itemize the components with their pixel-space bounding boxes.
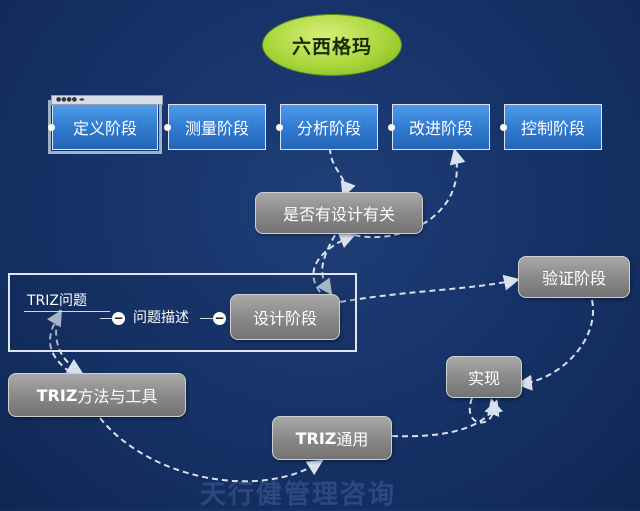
bullet-icon xyxy=(276,124,283,131)
phase-improve[interactable]: 改进阶段 xyxy=(388,104,490,150)
phase-label: 改进阶段 xyxy=(408,119,473,138)
root-six-sigma[interactable]: 六西格玛 xyxy=(262,14,402,76)
collapse-minus-icon[interactable]: − xyxy=(112,311,125,325)
triz-bold-text: TRIZ xyxy=(295,428,337,448)
phase-control[interactable]: 控制阶段 xyxy=(500,104,602,150)
branch-line xyxy=(100,318,116,319)
bullet-icon xyxy=(500,124,507,131)
bullet-icon xyxy=(164,124,171,131)
node-verify-phase[interactable]: 验证阶段 xyxy=(518,256,630,298)
link-realize-loop xyxy=(468,397,503,424)
phase-measure[interactable]: 测量阶段 xyxy=(164,104,266,150)
bullet-icon xyxy=(48,124,55,131)
selection-toolbar: ●●●● ◂▸ xyxy=(51,95,163,105)
triz-question-label[interactable]: TRIZ问题 xyxy=(27,293,87,309)
phase-analyze[interactable]: 分析阶段 xyxy=(276,104,378,150)
node-design-related[interactable]: 是否有设计有关 xyxy=(255,192,423,234)
bullet-icon xyxy=(388,124,395,131)
phase-define[interactable]: ●●●● ◂▸ 定义阶段 xyxy=(48,95,163,154)
node-design-phase[interactable]: 设计阶段 xyxy=(230,294,340,340)
phase-label: 分析阶段 xyxy=(296,119,361,138)
link-design-to-verify xyxy=(339,274,520,303)
general-text: 通用 xyxy=(336,430,369,449)
phase-label: 测量阶段 xyxy=(184,119,249,138)
phase-label: 定义阶段 xyxy=(72,119,137,138)
toolbar-dots-icon: ●●●● ◂▸ xyxy=(56,96,85,103)
triz-bold-text: TRIZ xyxy=(36,385,78,405)
collapse-minus-icon[interactable]: − xyxy=(213,311,226,325)
triz-question-underline xyxy=(24,311,110,312)
phase-label: 控制阶段 xyxy=(520,119,585,138)
link-general-to-realize xyxy=(391,399,500,438)
node-realize[interactable]: 实现 xyxy=(446,356,522,398)
link-analyze-to-related xyxy=(329,147,356,198)
problem-description-label[interactable]: 问题描述 xyxy=(133,310,189,326)
watermark-text: 天行健管理咨询 xyxy=(200,480,397,510)
methods-tools-text: 方法与工具 xyxy=(77,387,158,406)
branch-line xyxy=(200,318,222,319)
link-verify-to-realize xyxy=(516,299,595,391)
